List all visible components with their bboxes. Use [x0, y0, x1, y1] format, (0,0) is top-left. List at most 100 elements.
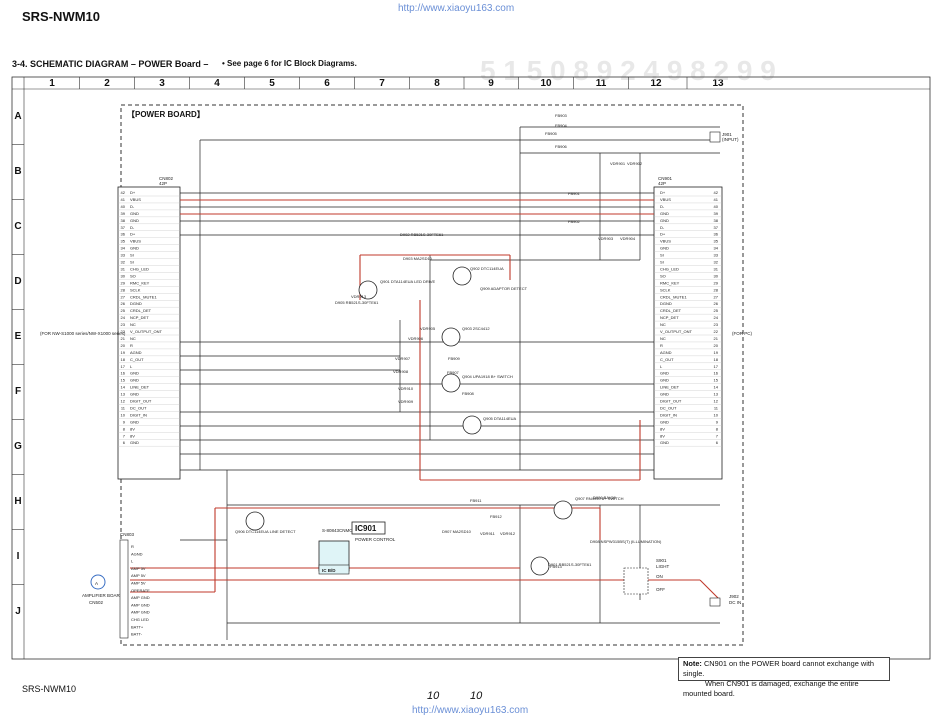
connector-pin-number: 20	[121, 343, 126, 348]
connector-pin-number: 35	[121, 239, 126, 244]
connector-pin-number: 17	[714, 364, 719, 369]
page-number-left: 10	[427, 690, 440, 702]
connector-pin-label: NCP_DET	[130, 315, 149, 320]
connector-pin-number: 8	[716, 426, 719, 431]
grid-row-label: H	[14, 496, 22, 507]
cn803-pin-label: AMP 5V	[131, 581, 146, 586]
connector-pin-number: 35	[714, 239, 719, 244]
component-label: VDR906	[408, 336, 424, 341]
watermark-digits: 5 1 5 0 8 9 2 4 9 8 2 9 9	[480, 55, 776, 86]
connector-pin-number: 19	[121, 350, 126, 355]
cn802-connector	[117, 186, 181, 480]
connector-pin-label: GND	[130, 378, 139, 383]
connector-pin-number: 9	[123, 419, 126, 424]
connector-pin-label: NCP_DET	[660, 315, 679, 320]
connector-pin-label: C_OUT	[660, 357, 674, 362]
connector-pin-label: GND	[660, 246, 669, 251]
connector-pin-label: V_OUTPUT_ONT	[660, 329, 693, 334]
s901-state-on: ON	[656, 574, 663, 579]
connector-pin-number: 22	[121, 329, 126, 334]
j901-jack	[709, 131, 721, 143]
connector-pin-label: NC	[660, 322, 666, 327]
j901-label: J901	[722, 132, 732, 137]
connector-pin-number: 31	[714, 266, 719, 271]
cn901-connector	[653, 186, 723, 480]
component-label: Q901 DTA114EUA LED DRIVE	[380, 279, 436, 284]
connector-pin-number: 42	[121, 190, 126, 195]
bus-wires	[180, 126, 720, 640]
connector-pin-number: 41	[714, 197, 719, 202]
component-label: FB903	[555, 113, 568, 118]
connector-pin-number: 26	[121, 301, 126, 306]
connector-pin-number: 6	[123, 440, 126, 445]
note-box: Note: CN901 on the POWER board cannot ex…	[678, 657, 890, 698]
connector-pin-number: 11	[121, 405, 126, 410]
see-page-note: • See page 6 for IC Block Diagrams.	[222, 59, 357, 68]
connector-pin-label: VBUS	[660, 197, 671, 202]
connector-pin-number: 23	[121, 322, 126, 327]
s901-switch	[623, 567, 649, 595]
connector-pin-label: GND	[130, 371, 139, 376]
ic-bd-label: IC B/D	[322, 568, 336, 573]
amplifier-board-badge	[90, 574, 106, 590]
component-label: FB901	[568, 191, 581, 196]
connector-pin-label: CRDL_DET	[660, 308, 682, 313]
connector-pin-number: 36	[121, 232, 126, 237]
connector-pin-label: GND	[660, 378, 669, 383]
connector-pin-label: GND	[660, 211, 669, 216]
connector-pin-number: 23	[714, 322, 719, 327]
for-pc-label: (FOR PC)	[732, 331, 752, 336]
component-label: VDR911	[480, 531, 496, 536]
connector-pin-number: 40	[714, 204, 719, 209]
connector-pin-label: GND	[130, 211, 139, 216]
connector-pin-number: 10	[121, 412, 126, 417]
component-label: D907 MA2SD10	[442, 529, 472, 534]
connector-pin-label: SI	[660, 253, 664, 258]
connector-pin-number: 15	[121, 378, 126, 383]
cn803-pin-label: R	[131, 544, 134, 549]
ic901-label: IC901	[355, 524, 377, 533]
connector-pin-number: 11	[714, 405, 719, 410]
component-label: Q903 2SC4412	[462, 326, 490, 331]
grid-column-label: 2	[104, 78, 110, 89]
board-title: 【POWER BOARD】	[127, 109, 205, 119]
connector-pin-number: 37	[714, 225, 719, 230]
component-label: D906 BAV99	[593, 495, 617, 500]
component-label: VDR910	[398, 386, 414, 391]
component-label: VDR903	[598, 236, 614, 241]
cn803-label: CN803	[120, 532, 135, 537]
connector-pin-number: 7	[123, 433, 126, 438]
connector-pin-number: 12	[714, 399, 719, 404]
connector-pin-label: NC	[660, 336, 666, 341]
connector-pin-number: 8	[123, 426, 126, 431]
connector-pin-label: SCLK	[660, 287, 671, 292]
grid-row-label: A	[14, 111, 22, 122]
grid-row-label: G	[14, 441, 22, 452]
connector-pin-number: 16	[121, 371, 126, 376]
cn803-pin-label: L	[131, 559, 134, 564]
grid-column-label: 10	[540, 78, 552, 89]
grid-row-label: B	[14, 166, 22, 177]
board-outline	[120, 104, 744, 646]
component-label: VDR912	[500, 531, 516, 536]
connector-pin-label: DIGIT_OUT	[660, 399, 682, 404]
connector-pin-label: NC	[130, 336, 136, 341]
cn803-pin-label: AMP 5V	[131, 573, 146, 578]
connector-pin-number: 32	[121, 260, 126, 265]
grid-column-label: 1	[49, 78, 55, 89]
document-model: SRS-NWM10	[22, 9, 101, 24]
connector-pin-number: 13	[714, 392, 719, 397]
connector-pin-number: 16	[714, 371, 719, 376]
connector-pin-number: 29	[714, 280, 719, 285]
connector-pin-label: D-	[130, 204, 135, 209]
connector-pin-label: CHG_LED	[660, 266, 679, 271]
connector-pin-label: VBUS	[130, 197, 141, 202]
connector-pin-label: LINE_DET	[130, 385, 150, 390]
footer-model: SRS-NWM10	[22, 684, 77, 694]
cn803-pin-label: BATT-	[131, 632, 143, 637]
component-label: FB905	[545, 131, 558, 136]
j902-jack	[709, 597, 721, 607]
connector-pin-number: 10	[714, 412, 719, 417]
grid-column-label: 3	[159, 78, 165, 89]
grid-column-label: 5	[269, 78, 275, 89]
